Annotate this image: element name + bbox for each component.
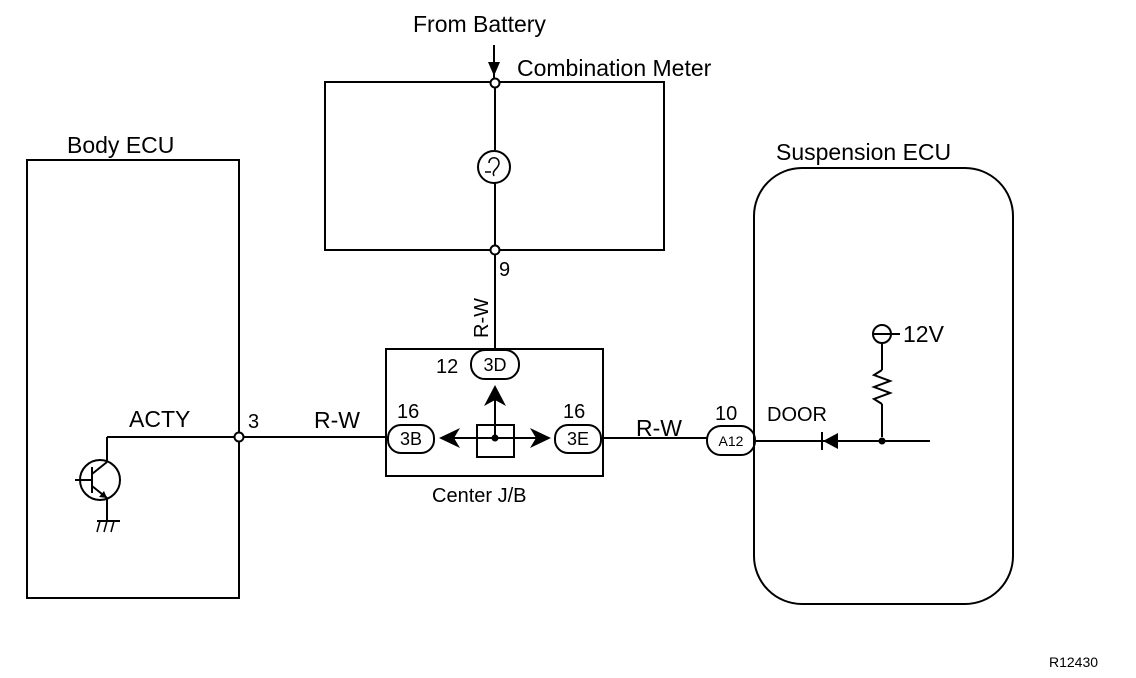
body-ecu-title: Body ECU bbox=[67, 132, 174, 158]
connector-a12-label: A12 bbox=[719, 433, 744, 449]
jb-right-pin: 16 bbox=[563, 401, 585, 423]
suspension-ecu-signal: DOOR bbox=[767, 404, 827, 426]
body-ecu-pin: 3 bbox=[248, 411, 259, 433]
suspension-ecu-title: Suspension ECU bbox=[776, 139, 951, 165]
body-ecu-signal: ACTY bbox=[129, 406, 190, 432]
connector-3e-label: 3E bbox=[567, 429, 589, 449]
suspension-pin: 10 bbox=[715, 403, 737, 425]
right-arrow-icon bbox=[530, 428, 551, 448]
from-battery-label: From Battery bbox=[413, 11, 546, 37]
suspension-junction-dot bbox=[878, 437, 886, 445]
diode-icon bbox=[821, 432, 838, 450]
jb-top-pin: 12 bbox=[436, 356, 458, 378]
center-jb-title: Center J/B bbox=[432, 485, 526, 507]
voltage-label: 12V bbox=[903, 321, 945, 347]
vertical-wire-color: R-W bbox=[471, 298, 493, 338]
combination-meter-title: Combination Meter bbox=[517, 55, 712, 81]
figure-code: R12430 bbox=[1049, 654, 1098, 670]
up-arrow-icon bbox=[484, 385, 506, 406]
connector-3e bbox=[554, 424, 602, 454]
left-wire-color: R-W bbox=[314, 407, 360, 433]
jb-junction-dot bbox=[491, 434, 499, 442]
meter-terminal-bottom bbox=[489, 244, 501, 256]
meter-pin-label: 9 bbox=[499, 259, 510, 281]
transistor-icon bbox=[75, 459, 121, 520]
body-ecu-box bbox=[26, 159, 240, 599]
resistor-icon bbox=[871, 369, 893, 405]
connector-3d bbox=[470, 349, 520, 380]
connector-3b bbox=[387, 424, 435, 454]
ground-icon bbox=[96, 520, 120, 533]
battery-feed-arrow bbox=[488, 45, 500, 80]
connector-3b-label: 3B bbox=[400, 429, 422, 449]
meter-terminal-top bbox=[489, 77, 501, 89]
left-arrow-icon bbox=[439, 428, 460, 448]
jb-left-pin: 16 bbox=[397, 401, 419, 423]
suspension-ecu-box bbox=[753, 167, 1014, 605]
right-wire-color: R-W bbox=[636, 415, 682, 441]
jb-internal-block bbox=[476, 424, 515, 458]
body-ecu-terminal bbox=[233, 431, 245, 443]
indicator-lamp-icon bbox=[477, 150, 511, 184]
voltage-source-icon bbox=[872, 324, 900, 344]
connector-3d-label: 3D bbox=[483, 355, 506, 375]
